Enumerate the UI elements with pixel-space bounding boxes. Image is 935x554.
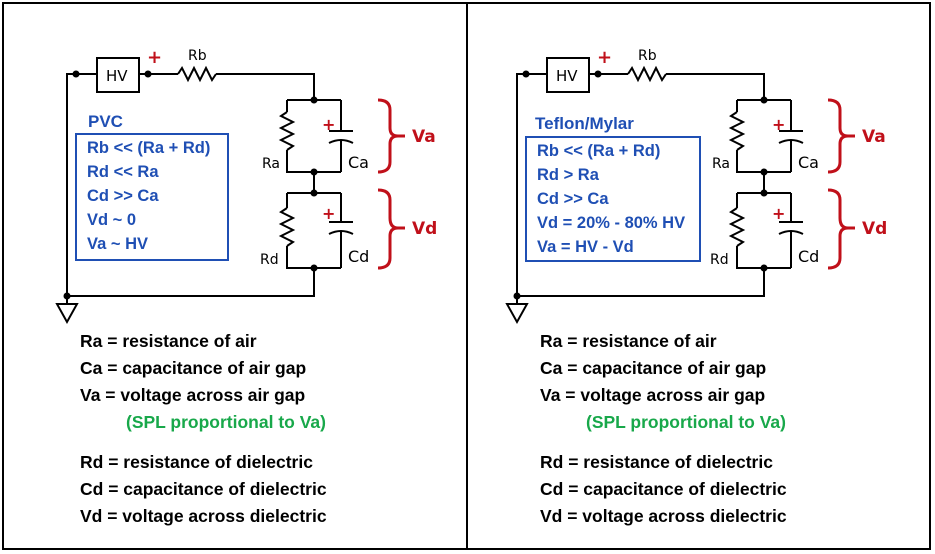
condition-item: Va ~ HV [87, 235, 148, 253]
circuit-right-nodes [513, 70, 768, 300]
hv-plus-label: + [147, 47, 162, 68]
condition-item: Rb << (Ra + Rd) [537, 142, 661, 160]
legend-ca: Ca = capacitance of air gap [80, 358, 307, 378]
conditions-box-pvc: Rb << (Ra + Rd) Rd << Ra Cd >> Ca Vd ~ 0… [75, 133, 229, 261]
rd-label: Rd [260, 252, 279, 268]
resistor-rb [177, 65, 217, 83]
resistor-rd [278, 207, 296, 247]
resistor-ra [728, 111, 746, 151]
legend-ra: Ra = resistance of air [540, 331, 717, 351]
cd-label: Cd [798, 247, 819, 266]
capacitor-ca-plate-bottom [328, 139, 354, 144]
va-label: Va [412, 127, 436, 147]
condition-item: Vd = 20% - 80% HV [537, 214, 686, 232]
circuit-left-labels: HV + Rb Ra + Ca Rd + Cd Va Vd [106, 47, 437, 268]
circuit-right [505, 57, 855, 325]
legend-spl-note: (SPL proportional to Va) [586, 412, 786, 432]
ca-plus-label: + [322, 115, 335, 134]
condition-item: Rb << (Ra + Rd) [87, 139, 211, 157]
bracket-va [827, 98, 849, 174]
legend-rd: Rd = resistance of dielectric [540, 452, 773, 472]
bracket-vd [377, 188, 399, 270]
legend-ra: Ra = resistance of air [80, 331, 257, 351]
ra-label: Ra [712, 156, 730, 172]
legend-cd: Cd = capacitance of dielectric [80, 479, 327, 499]
rb-label: Rb [638, 48, 657, 64]
legend-vd: Vd = voltage across dielectric [540, 506, 787, 526]
hv-label: HV [556, 67, 578, 85]
legend-spl-note: (SPL proportional to Va) [126, 412, 326, 432]
condition-item: Vd ~ 0 [87, 211, 137, 229]
hv-plus-label: + [597, 47, 612, 68]
cd-plus-label: + [322, 204, 335, 223]
legend-rd: Rd = resistance of dielectric [80, 452, 313, 472]
ca-plus-label: + [772, 115, 785, 134]
condition-item: Cd >> Ca [87, 187, 159, 205]
ca-label: Ca [348, 153, 369, 172]
panel-divider [466, 2, 468, 550]
vd-label: Vd [862, 219, 887, 239]
condition-item: Va = HV - Vd [537, 238, 634, 256]
resistor-rd [728, 207, 746, 247]
resistor-rb [627, 65, 667, 83]
legend-left: Ra = resistance of air Ca = capacitance … [80, 328, 327, 530]
vd-label: Vd [412, 219, 437, 239]
circuit-left [55, 57, 405, 325]
hv-label: HV [106, 67, 128, 85]
cd-label: Cd [348, 247, 369, 266]
condition-item: Rd << Ra [87, 163, 159, 181]
rb-label: Rb [188, 48, 207, 64]
ra-label: Ra [262, 156, 280, 172]
cd-plus-label: + [772, 204, 785, 223]
panel-title-teflon-mylar: Teflon/Mylar [535, 114, 634, 133]
bracket-vd [827, 188, 849, 270]
resistor-ra [278, 111, 296, 151]
circuit-left-nodes [63, 70, 318, 300]
legend-vd: Vd = voltage across dielectric [80, 506, 327, 526]
rd-label: Rd [710, 252, 729, 268]
legend-ca: Ca = capacitance of air gap [540, 358, 767, 378]
legend-va: Va = voltage across air gap [540, 385, 766, 405]
ca-label: Ca [798, 153, 819, 172]
legend-va: Va = voltage across air gap [80, 385, 306, 405]
circuit-right-labels: HV + Rb Ra + Ca Rd + Cd Va Vd [556, 47, 887, 268]
legend-cd: Cd = capacitance of dielectric [540, 479, 787, 499]
va-label: Va [862, 127, 886, 147]
panel-title-pvc: PVC [88, 112, 123, 131]
bracket-va [377, 98, 399, 174]
conditions-box-teflon-mylar: Rb << (Ra + Rd) Rd > Ra Cd >> Ca Vd = 20… [525, 136, 701, 262]
legend-right: Ra = resistance of air Ca = capacitance … [540, 328, 787, 530]
condition-item: Cd >> Ca [537, 190, 609, 208]
condition-item: Rd > Ra [537, 166, 599, 184]
